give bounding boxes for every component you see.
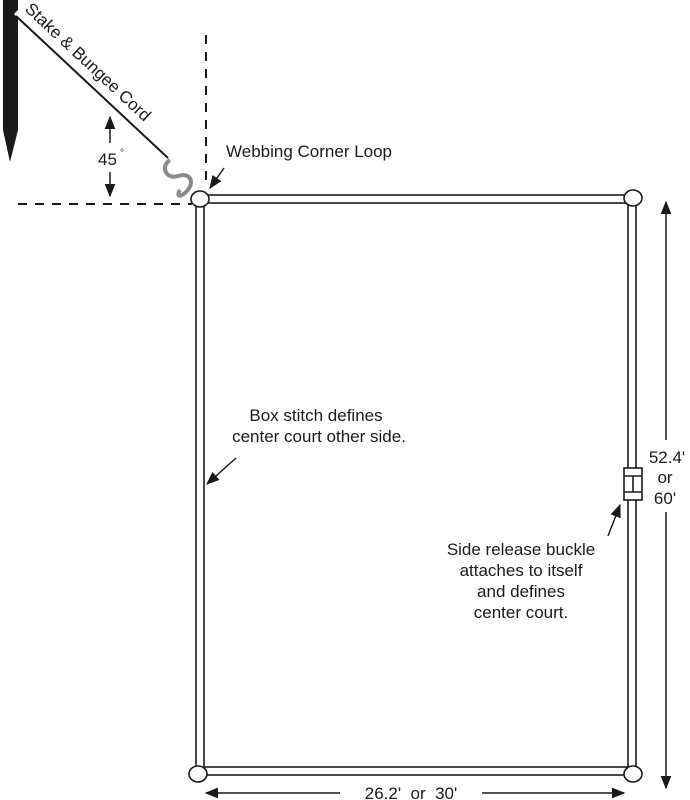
length-label-2: 60' (654, 489, 676, 508)
bungee-cord (15, 15, 169, 159)
box-stitch-arrow (205, 457, 237, 485)
stake-icon (3, 0, 18, 162)
court-boundary (195, 194, 637, 776)
buckle-label-4: center court. (474, 603, 569, 622)
hook-icon (162, 158, 194, 198)
width-label: 26.2' or 30' (365, 784, 458, 800)
angle-unit: ° (120, 148, 124, 159)
box-stitch-label-1: Box stitch defines (249, 406, 382, 425)
buckle-label-1: Side release buckle (447, 540, 595, 559)
corner-loop-label: Webbing Corner Loop (226, 142, 392, 161)
buckle-label-2: attaches to itself (460, 561, 583, 580)
corner-loop-arrow (209, 167, 225, 190)
box-stitch-label-2: center court other side. (232, 427, 406, 446)
buckle-label-3: and defines (477, 582, 565, 601)
buckle-arrow (607, 503, 621, 537)
length-label-1: 52.4' (649, 448, 685, 467)
stake-label: Stake & Bungee Cord (21, 0, 154, 125)
buckle-icon (623, 467, 643, 501)
angle-label: 45 (98, 150, 117, 169)
length-label-or: or (657, 468, 672, 487)
corner-loops (188, 189, 643, 783)
